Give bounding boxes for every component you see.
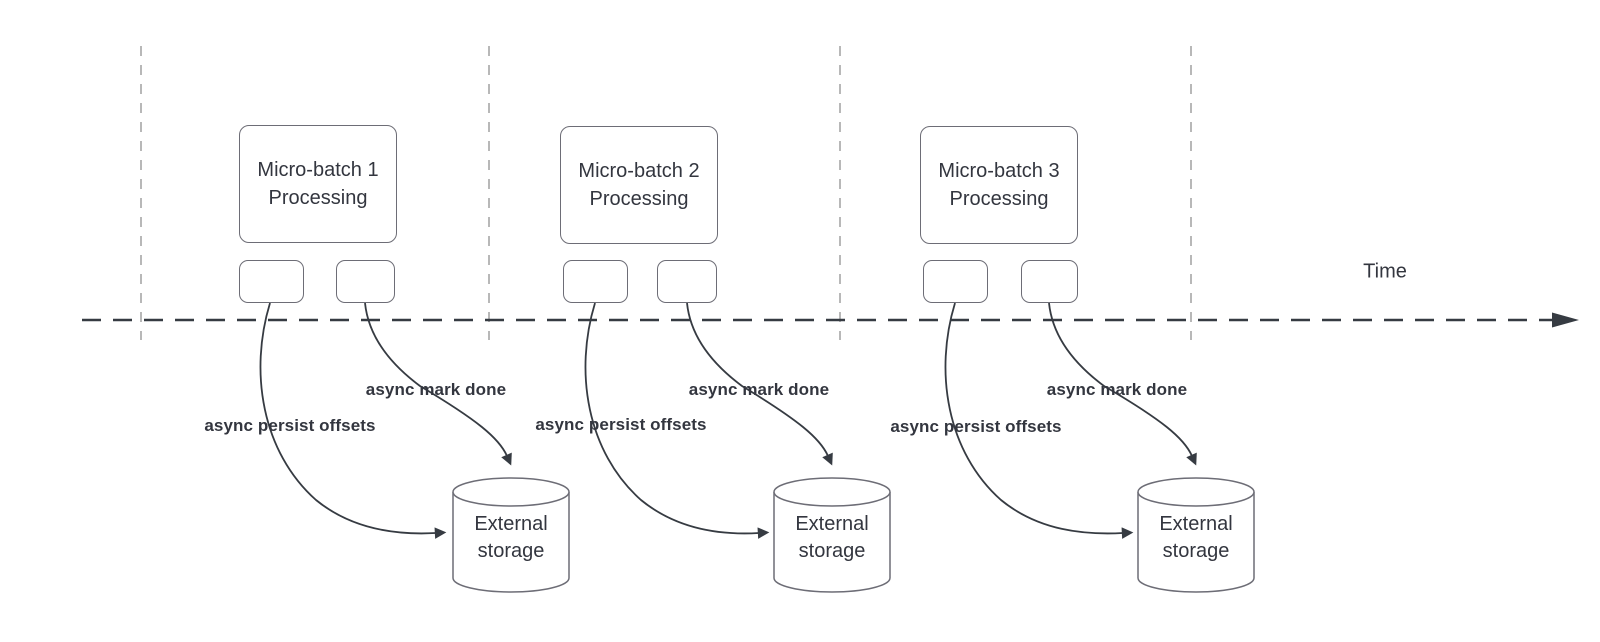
database-cylinder-icon xyxy=(452,477,570,593)
external-storage-2: External storage xyxy=(773,477,891,595)
external-storage-2-label: External storage xyxy=(795,513,869,562)
persist-offsets-label-1: async persist offsets xyxy=(204,416,376,435)
time-axis-label: Time xyxy=(1363,260,1407,283)
micro-batch-1-box: Micro-batch 1 Processing xyxy=(239,125,397,243)
mark-done-label-3: async mark done xyxy=(1046,380,1188,399)
database-cylinder-icon xyxy=(773,477,891,593)
micro-batch-2-box: Micro-batch 2 Processing xyxy=(560,126,718,244)
persist-offsets-label-2: async persist offsets xyxy=(535,415,707,434)
batch-3-offset-node xyxy=(923,260,988,303)
external-storage-1: External storage xyxy=(452,477,570,595)
mark-done-label-2: async mark done xyxy=(688,380,830,399)
micro-batch-2-subtitle: Processing xyxy=(589,188,689,210)
persist-offsets-label-3: async persist offsets xyxy=(890,417,1062,436)
external-storage-3: External storage xyxy=(1137,477,1255,595)
batch-1-offset-node xyxy=(239,260,304,303)
micro-batch-3-box: Micro-batch 3 Processing xyxy=(920,126,1078,244)
batch-3-commit-node xyxy=(1021,260,1078,303)
batch-2-commit-node xyxy=(657,260,717,303)
micro-batch-2-title: Micro-batch 2 xyxy=(578,160,700,182)
batch-1-commit-node xyxy=(336,260,395,303)
micro-batch-3-subtitle: Processing xyxy=(949,188,1049,210)
micro-batch-1-subtitle: Processing xyxy=(268,187,368,209)
batch-2-offset-node xyxy=(563,260,628,303)
micro-batch-3-title: Micro-batch 3 xyxy=(938,160,1060,182)
external-storage-3-label: External storage xyxy=(1159,513,1233,562)
external-storage-1-label: External storage xyxy=(474,513,548,562)
timeline-arrowhead-icon xyxy=(1552,312,1579,328)
micro-batch-1-title: Micro-batch 1 xyxy=(257,159,379,181)
mark-done-label-1: async mark done xyxy=(365,380,507,399)
database-cylinder-icon xyxy=(1137,477,1255,593)
